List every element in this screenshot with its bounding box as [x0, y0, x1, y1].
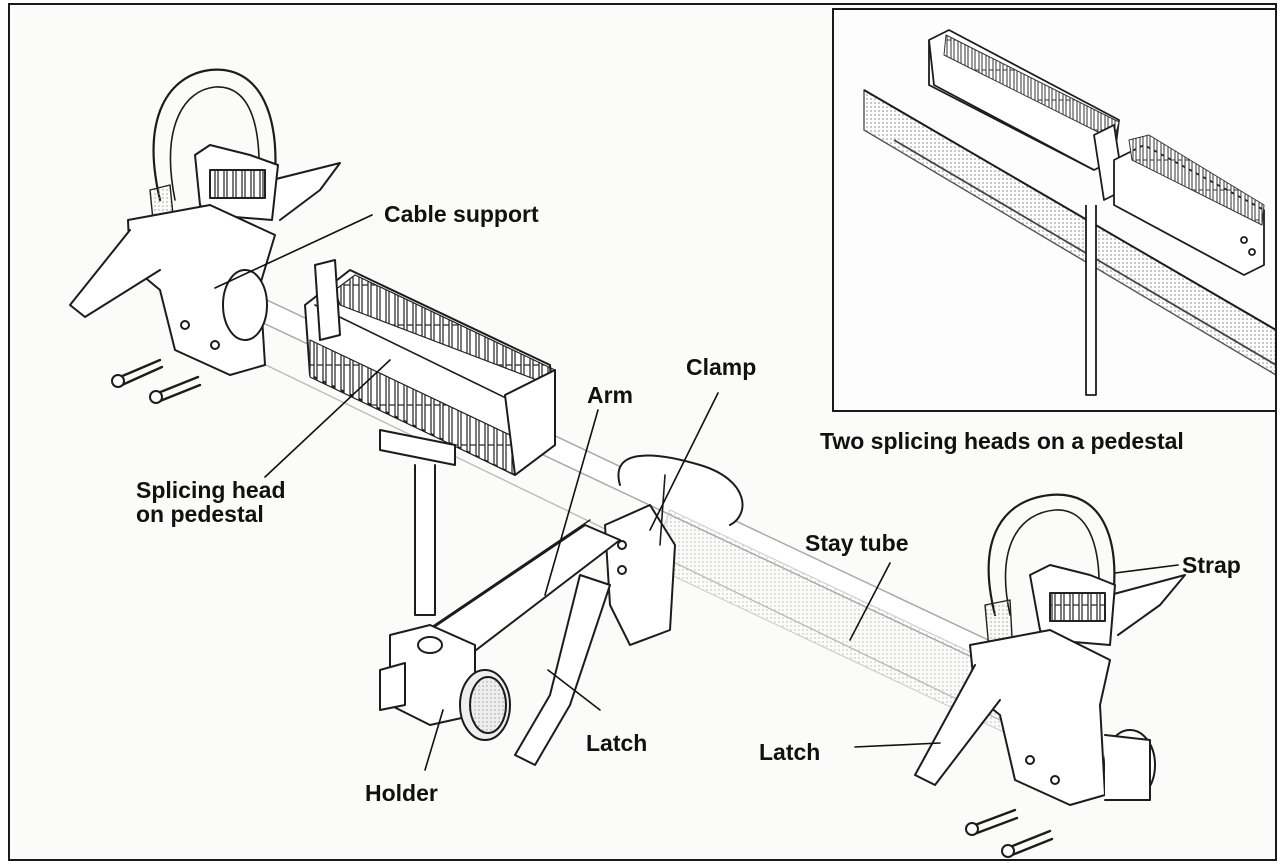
diagram-frame: Cable support Splicing head on pedestal … [8, 3, 1277, 861]
clamp [604, 454, 744, 646]
right-cable-support [914, 493, 1186, 858]
label-holder: Holder [365, 780, 438, 806]
leader-lines [214, 214, 1179, 771]
label-latch-right: Latch [759, 739, 821, 765]
inset-detail [832, 8, 1275, 412]
splicing-head [304, 259, 556, 616]
label-splicing-head-line2: on pedestal [136, 501, 264, 527]
label-strap: Strap [1182, 552, 1241, 578]
label-stay-tube: Stay tube [805, 530, 909, 556]
label-arm: Arm [587, 382, 634, 408]
inset-illustration [863, 29, 1275, 396]
inset-caption: Two splicing heads on a pedestal [820, 428, 1184, 454]
left-cable-support [69, 68, 341, 404]
label-latch-middle: Latch [586, 730, 648, 756]
label-clamp: Clamp [686, 354, 757, 380]
assembly-illustration [69, 68, 1186, 858]
holder [379, 624, 511, 741]
middle-latch [514, 574, 611, 766]
label-splicing-head-line1: Splicing head [136, 477, 286, 503]
label-cable-support: Cable support [384, 201, 539, 227]
